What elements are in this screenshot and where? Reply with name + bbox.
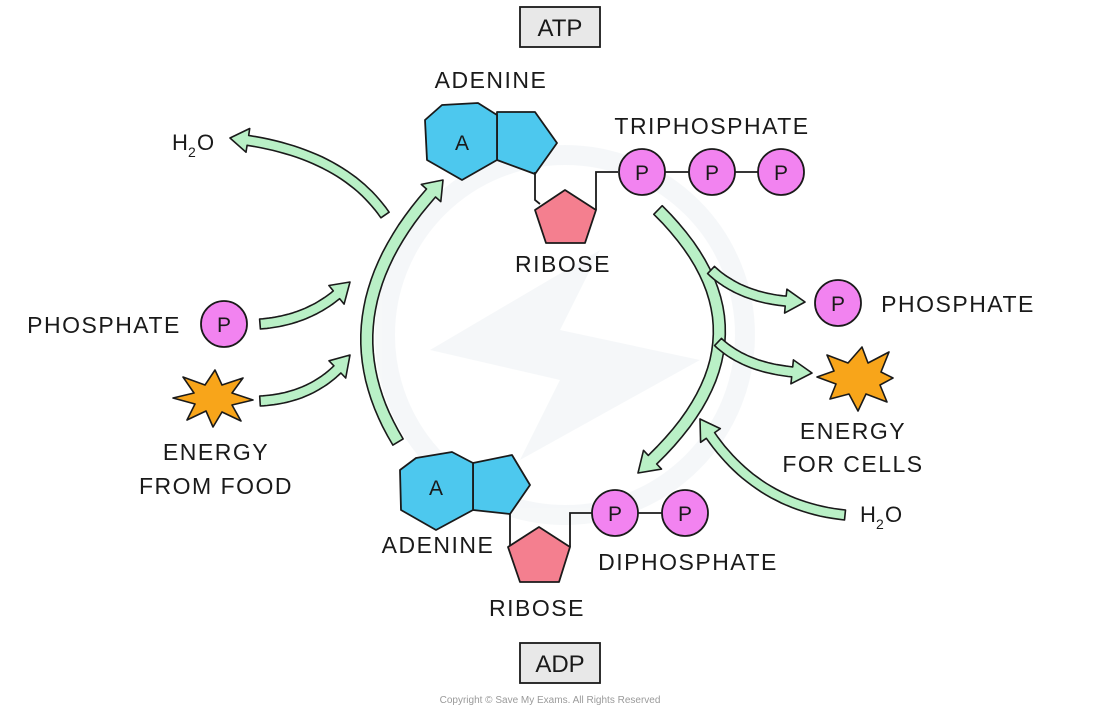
adp-ribose-phosphate-bond [569, 512, 592, 547]
atp-ribose-phosphate-bond [595, 171, 618, 210]
arrow-water-out-left [229, 127, 390, 219]
right-water-sub: 2 [876, 516, 884, 532]
atp-phosphate-3 [757, 148, 805, 196]
atp-ribose-label: RIBOSE [515, 251, 611, 277]
atp-ribose-pentagon [534, 189, 597, 244]
left-phosphate-label: PHOSPHATE [27, 312, 181, 338]
adp-ribose-pentagon [507, 526, 571, 583]
adp-molecule: A ADENINE RIBOSE P P DIPHOSPHATE [382, 451, 778, 621]
energy-from-food-line1: ENERGY [163, 439, 269, 465]
adp-phosphate-1 [591, 489, 639, 537]
atp-adenine-hexagon [424, 102, 498, 181]
atp-molecule: ADENINE A RIBOSE TRIPHOSPHATE P P P [424, 67, 809, 277]
atp-phosphate-1 [618, 148, 666, 196]
left-water-sub: 2 [188, 144, 196, 160]
right-phosphate-letter: P [831, 293, 845, 316]
adp-adenine-letter: A [429, 477, 443, 500]
atp-adenine-label: ADENINE [435, 67, 548, 93]
energy-for-cells-star-icon [816, 346, 894, 412]
arrow-atp-to-adp [637, 204, 727, 474]
arrow-water-in-right [699, 418, 847, 521]
adp-adenine-label: ADENINE [382, 532, 495, 558]
right-water-h: H [860, 502, 876, 527]
right-water-formula: H 2 O [860, 502, 902, 532]
arrow-energy-in-left [258, 354, 351, 407]
adp-title-box [519, 642, 601, 684]
cycle-arrows [229, 127, 847, 521]
adp-phosphate-2-letter: P [678, 503, 692, 526]
atp-title: ATP [519, 6, 601, 48]
left-water-h: H [172, 130, 188, 155]
left-phosphate-circle [200, 300, 248, 348]
left-water-o: O [197, 130, 214, 155]
watermark-logo [375, 145, 755, 525]
right-outputs: P PHOSPHATE ENERGY FOR CELLS H 2 O [782, 279, 1035, 532]
atp-phosphate-3-letter: P [774, 162, 788, 185]
energy-from-food-line2: FROM FOOD [139, 473, 293, 499]
arrow-phosphate-in-left [258, 281, 351, 330]
atp-title-text: ATP [538, 15, 583, 42]
adp-adenine-hexagon [399, 451, 474, 531]
adp-phosphate-1-letter: P [608, 503, 622, 526]
atp-phosphate-2 [688, 148, 736, 196]
atp-triphosphate-label: TRIPHOSPHATE [614, 113, 809, 139]
atp-adenine-letter: A [455, 132, 469, 155]
left-phosphate-letter: P [217, 314, 231, 337]
right-water-o: O [885, 502, 902, 527]
arrow-phosphate-out-right [706, 265, 806, 314]
adp-ribose-label: RIBOSE [489, 595, 585, 621]
right-phosphate-label: PHOSPHATE [881, 291, 1035, 317]
adp-title: ADP [519, 642, 601, 684]
adp-diphosphate-label: DIPHOSPHATE [598, 549, 778, 575]
left-water-formula: H 2 O [172, 130, 214, 160]
atp-phosphate-1-letter: P [635, 162, 649, 185]
energy-for-cells-line1: ENERGY [800, 418, 906, 444]
energy-from-food-star-icon [172, 369, 254, 428]
atp-title-box [519, 6, 601, 48]
left-inputs: PHOSPHATE P ENERGY FROM FOOD H 2 O [27, 130, 293, 499]
arrow-adp-to-atp [359, 179, 444, 446]
atp-adenine-ribose-bond [534, 172, 541, 205]
energy-for-cells-line2: FOR CELLS [782, 451, 923, 477]
atp-phosphate-2-letter: P [705, 162, 719, 185]
right-phosphate-circle [814, 279, 862, 327]
arrow-energy-out-right [713, 337, 813, 385]
adp-title-text: ADP [535, 651, 584, 678]
copyright-text: Copyright © Save My Exams. All Rights Re… [440, 695, 661, 706]
adp-phosphate-2 [661, 489, 709, 537]
